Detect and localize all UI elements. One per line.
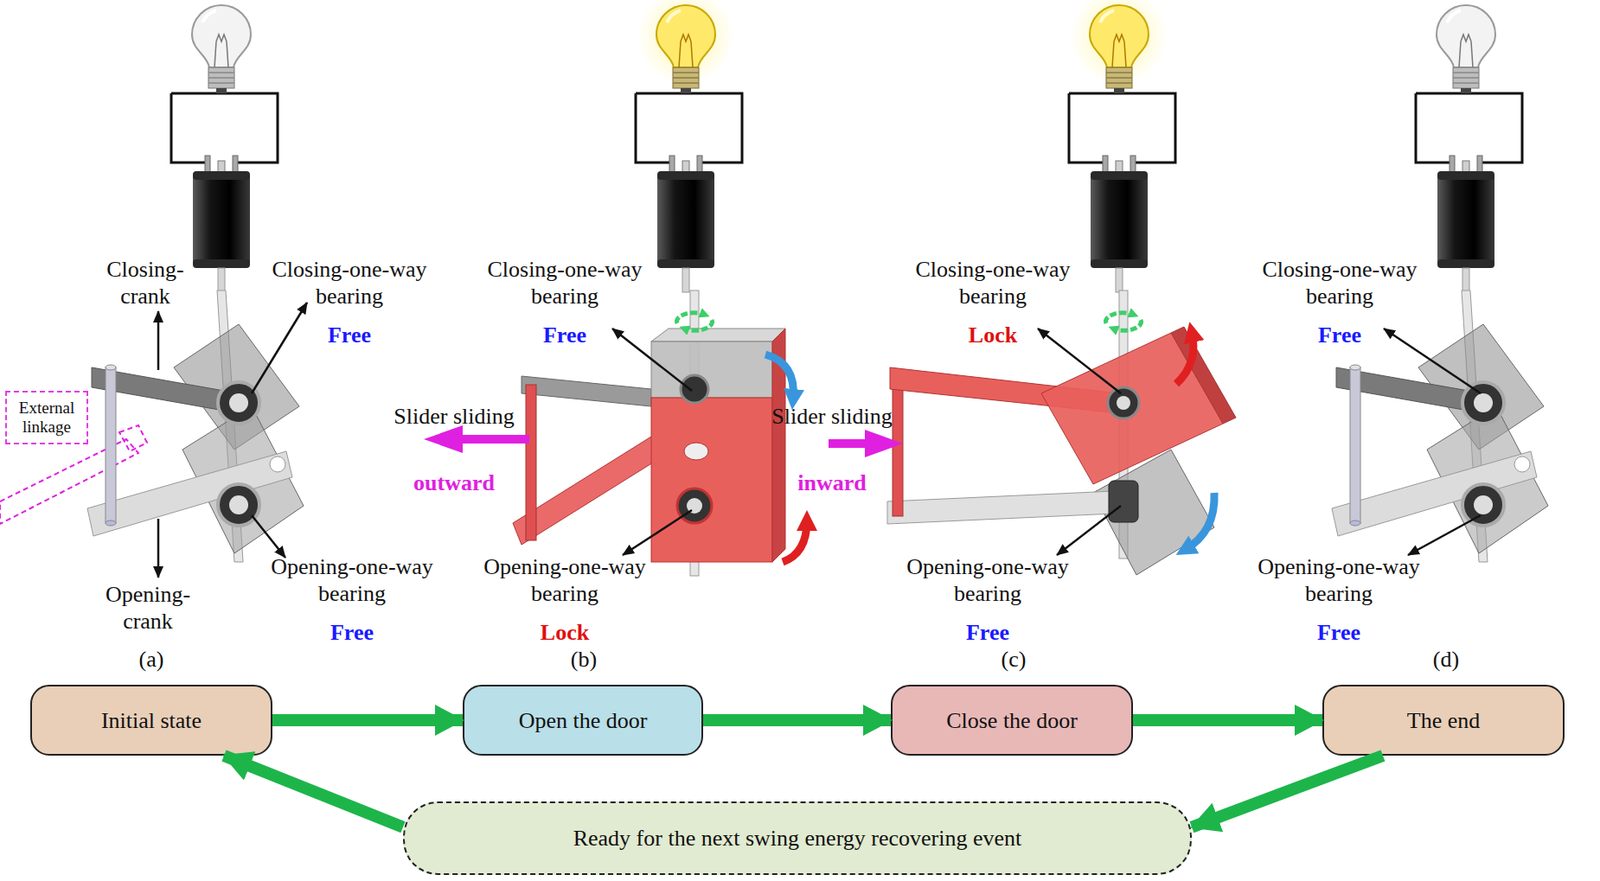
state-box: Close the door — [890, 684, 1133, 756]
state-box: Open the door — [462, 684, 704, 756]
part-label: (a) — [116, 646, 186, 673]
part-label: Closing-one-way bearing — [1240, 256, 1440, 310]
part-label: Free — [300, 619, 404, 647]
light-bulb — [192, 5, 251, 94]
part-label: Closing- crank — [97, 256, 193, 310]
dc-generator — [192, 155, 250, 293]
part-label: Opening-one-way bearing — [1239, 553, 1439, 608]
external-linkage-sketch — [119, 425, 148, 452]
slider-mechanism-closing — [887, 290, 1236, 576]
leader-line — [251, 302, 308, 394]
slider-mechanism-opening — [677, 488, 712, 524]
part-label: Closing-one-way bearing — [893, 256, 1093, 310]
slider-mechanism-opening — [782, 520, 807, 563]
state-box: Initial state — [30, 684, 273, 756]
part-label: Closing-one-way bearing — [249, 256, 449, 310]
slider-mechanism-opening — [680, 375, 709, 404]
slider-mechanism-opening — [521, 376, 652, 407]
slider-direction-arrow — [423, 425, 530, 454]
part-label: Free — [512, 321, 617, 349]
slider-mechanism-opening — [525, 384, 537, 541]
part-label: Opening- crank — [96, 581, 200, 635]
crank-mechanism — [87, 290, 304, 563]
circuit-wire — [171, 86, 278, 163]
slider-mechanism-opening — [512, 290, 807, 576]
leader-line — [157, 311, 160, 371]
flow-arrow — [1132, 714, 1323, 727]
node-text: The end — [1407, 707, 1480, 735]
slider-mechanism-closing — [1176, 332, 1194, 384]
slider-mechanism-closing — [887, 491, 1115, 525]
slider-mechanism-opening — [651, 328, 786, 342]
dc-generator — [1090, 155, 1148, 293]
flow-arrow — [703, 714, 891, 727]
slider-mechanism-closing — [1106, 313, 1142, 331]
loop-box: Ready for the next swing energy recoveri… — [403, 801, 1192, 876]
node-text: External linkage — [8, 398, 85, 437]
slider-mechanism-closing — [1108, 480, 1139, 523]
node-text: Ready for the next swing energy recoveri… — [573, 825, 1023, 852]
part-label: inward — [762, 469, 902, 497]
leader-line — [1383, 328, 1481, 394]
part-label: Free — [1287, 321, 1392, 349]
state-box: The end — [1322, 684, 1565, 756]
part-label: Slider sliding — [745, 403, 919, 430]
slider-mechanism-closing — [1107, 387, 1140, 419]
leader-line — [1408, 515, 1481, 556]
part-label: (b) — [549, 646, 619, 673]
part-label: (d) — [1411, 646, 1481, 673]
slider-mechanism-closing — [1184, 492, 1215, 551]
part-label: Slider sliding — [367, 403, 541, 430]
leader-line — [158, 302, 1481, 578]
part-label: Opening-one-way bearing — [888, 553, 1088, 608]
part-label: Lock — [940, 321, 1045, 349]
slider-mechanism-opening — [651, 397, 773, 563]
linkage-box: External linkage — [5, 390, 89, 445]
part-label: Free — [1286, 619, 1391, 647]
part-label: Opening-one-way bearing — [252, 553, 452, 608]
dc-generator — [1437, 155, 1495, 293]
leader-line — [157, 518, 160, 578]
dc-generator — [657, 155, 715, 293]
flow-arrow — [1191, 755, 1383, 828]
slider-mechanism-closing — [1041, 332, 1223, 485]
slider-mechanism-opening — [684, 442, 709, 461]
leader-line — [251, 515, 286, 558]
lit-bulb — [637, 0, 735, 94]
part-label: Free — [297, 321, 402, 349]
part-label: Lock — [512, 619, 617, 647]
slider-mechanism-closing — [1116, 396, 1131, 410]
lit-bulb — [1070, 0, 1168, 94]
slider-mechanism-opening — [677, 313, 713, 331]
slider-mechanism-opening — [651, 341, 773, 398]
flow-arrow — [224, 755, 404, 828]
light-bulb — [1436, 5, 1496, 94]
node-text: Initial state — [101, 707, 202, 735]
leader-line — [622, 510, 692, 556]
crank-mechanism — [1331, 290, 1549, 563]
node-text: Open the door — [518, 707, 648, 735]
circuit-wire — [1415, 86, 1523, 163]
part-label: Free — [935, 619, 1040, 647]
leader-line — [612, 328, 692, 391]
circuit-wire — [1068, 86, 1176, 163]
part-label: Opening-one-way bearing — [465, 553, 665, 608]
part-label: (c) — [979, 646, 1049, 673]
node-text: Close the door — [946, 707, 1078, 735]
part-label: outward — [384, 469, 524, 497]
flow-arrow — [272, 714, 463, 727]
circuit-wire — [635, 86, 743, 163]
slider-direction-arrow — [828, 429, 903, 458]
part-label: Closing-one-way bearing — [465, 256, 665, 310]
slider-mechanism-opening — [765, 354, 794, 400]
leader-line — [1037, 328, 1121, 394]
circuit-wire — [171, 86, 1523, 163]
leader-line — [1056, 505, 1121, 556]
